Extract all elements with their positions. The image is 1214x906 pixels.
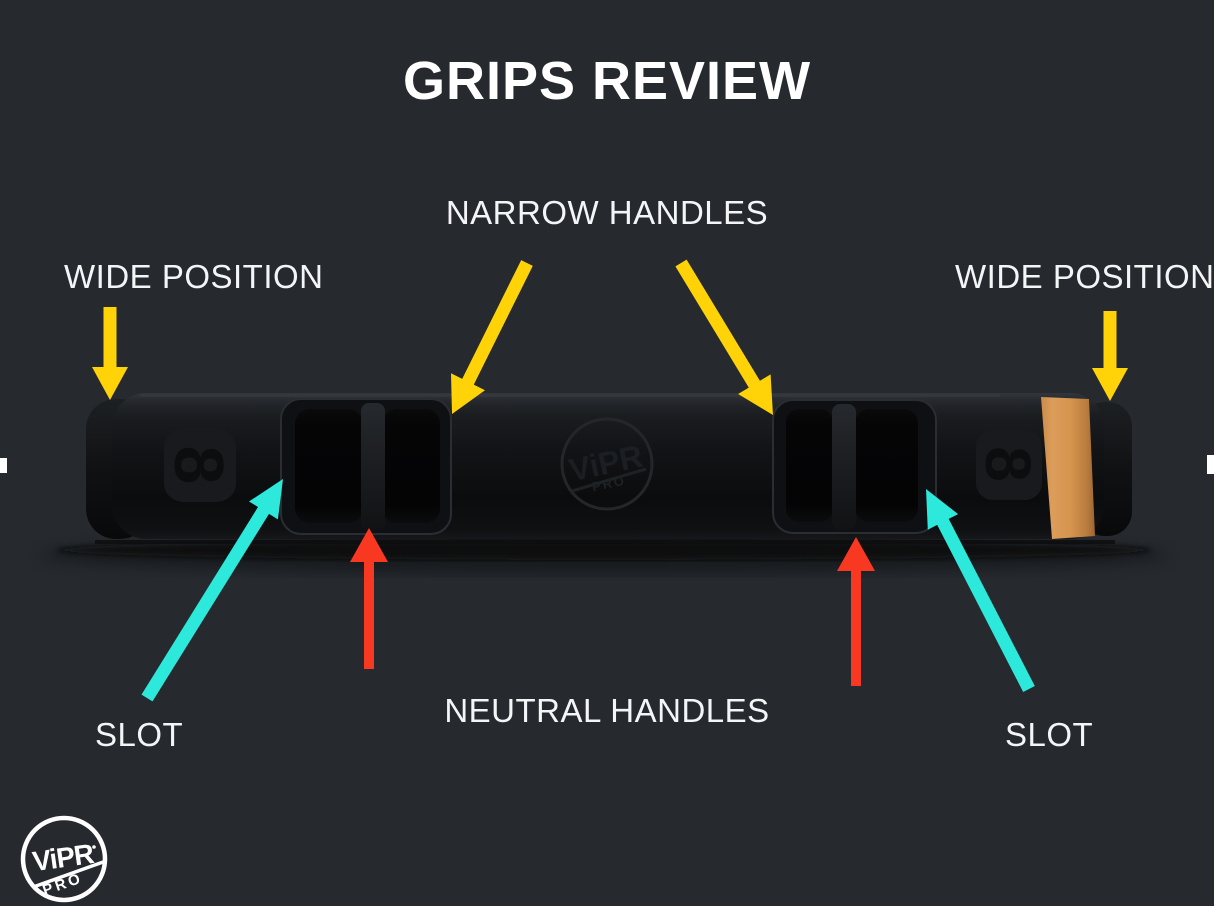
logo-ring (20, 815, 108, 903)
label-narrow-handles: NARROW HANDLES (445, 194, 769, 231)
right-edge-mark (1207, 455, 1214, 474)
left-end-mark: 8 (160, 428, 238, 502)
vipr-pro-logo-badge: ViPR PRO (20, 815, 108, 903)
arrow-slot-left (141, 479, 283, 702)
tube-top-highlight (140, 394, 1000, 397)
arrow-wide-position-right (1092, 311, 1128, 401)
left-8-glyph: 8 (160, 446, 238, 485)
orange-band (1041, 397, 1095, 539)
left-edge-mark (0, 458, 7, 473)
label-slot-left: SLOT (95, 716, 184, 753)
arrow-neutral-handles-right (837, 537, 875, 686)
floor-shadow (56, 540, 1152, 560)
arrow-neutral-handles-left (350, 528, 388, 669)
arrow-wide-position-left (92, 307, 128, 400)
label-slot-right: SLOT (1005, 716, 1094, 753)
arrow-narrow-handles-right (675, 259, 773, 415)
logo-brand-text: ViPR (31, 838, 96, 877)
tube-logo-sub: PRO (591, 473, 628, 495)
slot-window (855, 409, 918, 522)
handle-ridge (361, 403, 385, 531)
slot-module-left (280, 398, 452, 535)
arrow-narrow-handles-left (451, 260, 533, 414)
tube-bottom-line (95, 540, 1115, 544)
label-neutral-handles: NEUTRAL HANDLES (444, 692, 770, 729)
slot-window (786, 409, 833, 522)
logo-diagonal-line (25, 859, 103, 893)
label-wide-position-left: WIDE POSITION (64, 258, 324, 295)
arrow-slot-right (926, 489, 1035, 692)
slot-module-right (772, 399, 937, 534)
page-title: GRIPS REVIEW (402, 51, 812, 111)
label-wide-position-right: WIDE POSITION (955, 258, 1214, 295)
slot-window (383, 409, 440, 523)
handle-ridge (832, 404, 856, 530)
vipr-tube: 8 8 Vi (86, 393, 1132, 544)
slot-window (295, 409, 363, 523)
right-8-glyph: 8 (972, 446, 1044, 482)
logo-trademark-dot (92, 845, 96, 849)
right-end-mark: 8 (972, 430, 1044, 500)
